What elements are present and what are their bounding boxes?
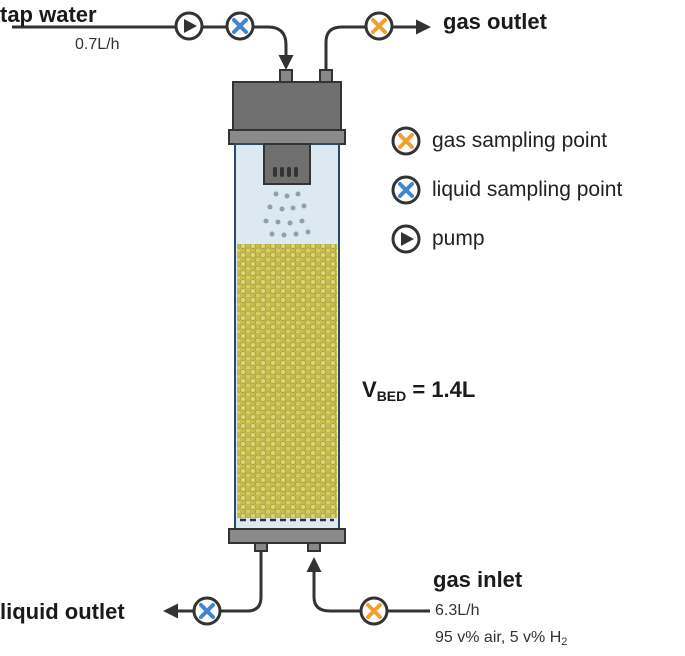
legend-gas-sampling-label: gas sampling point xyxy=(432,129,608,152)
gas-inlet-flow: 6.3L/h xyxy=(435,602,480,619)
bottom-flange xyxy=(228,528,346,544)
liquid-outlet-nozzle xyxy=(254,542,268,552)
packed-bed xyxy=(237,244,337,518)
liquid-outlet-pipe xyxy=(163,548,263,619)
gas-sampling-icon xyxy=(364,11,394,41)
inlet-nozzle xyxy=(279,69,293,83)
outlet-nozzle xyxy=(319,69,333,83)
water-droplets xyxy=(263,191,311,238)
legend-pump-label: pump xyxy=(432,227,485,250)
liquid-sampling-icon xyxy=(192,596,222,626)
tap-water-pipe xyxy=(12,25,294,70)
gas-inlet-composition: 95 v% air, 5 v% H2 xyxy=(435,629,568,648)
top-flange xyxy=(228,129,346,145)
gas-inlet-label: gas inlet xyxy=(433,567,523,592)
gas-outlet-pipe xyxy=(324,19,431,75)
tap-water-label: tap water xyxy=(0,2,97,27)
gas-sampling-icon xyxy=(359,596,389,626)
liquid-sampling-icon xyxy=(391,175,421,205)
gas-outlet-label: gas outlet xyxy=(443,9,547,34)
tap-water-flow: 0.7L/h xyxy=(75,36,120,53)
legend-liquid-sampling-label: liquid sampling point xyxy=(432,178,623,201)
gas-inlet-nozzle xyxy=(307,542,321,552)
liquid-outlet-label: liquid outlet xyxy=(0,599,125,624)
pump-icon xyxy=(174,11,204,41)
spray-nozzle xyxy=(263,143,311,185)
bed-volume-label: VBED = 1.4L xyxy=(362,377,476,404)
liquid-sampling-icon xyxy=(225,11,255,41)
gas-inlet-pipe xyxy=(306,557,430,613)
gas-sampling-icon xyxy=(391,126,421,156)
top-cap xyxy=(232,81,342,133)
pump-icon xyxy=(391,224,421,254)
